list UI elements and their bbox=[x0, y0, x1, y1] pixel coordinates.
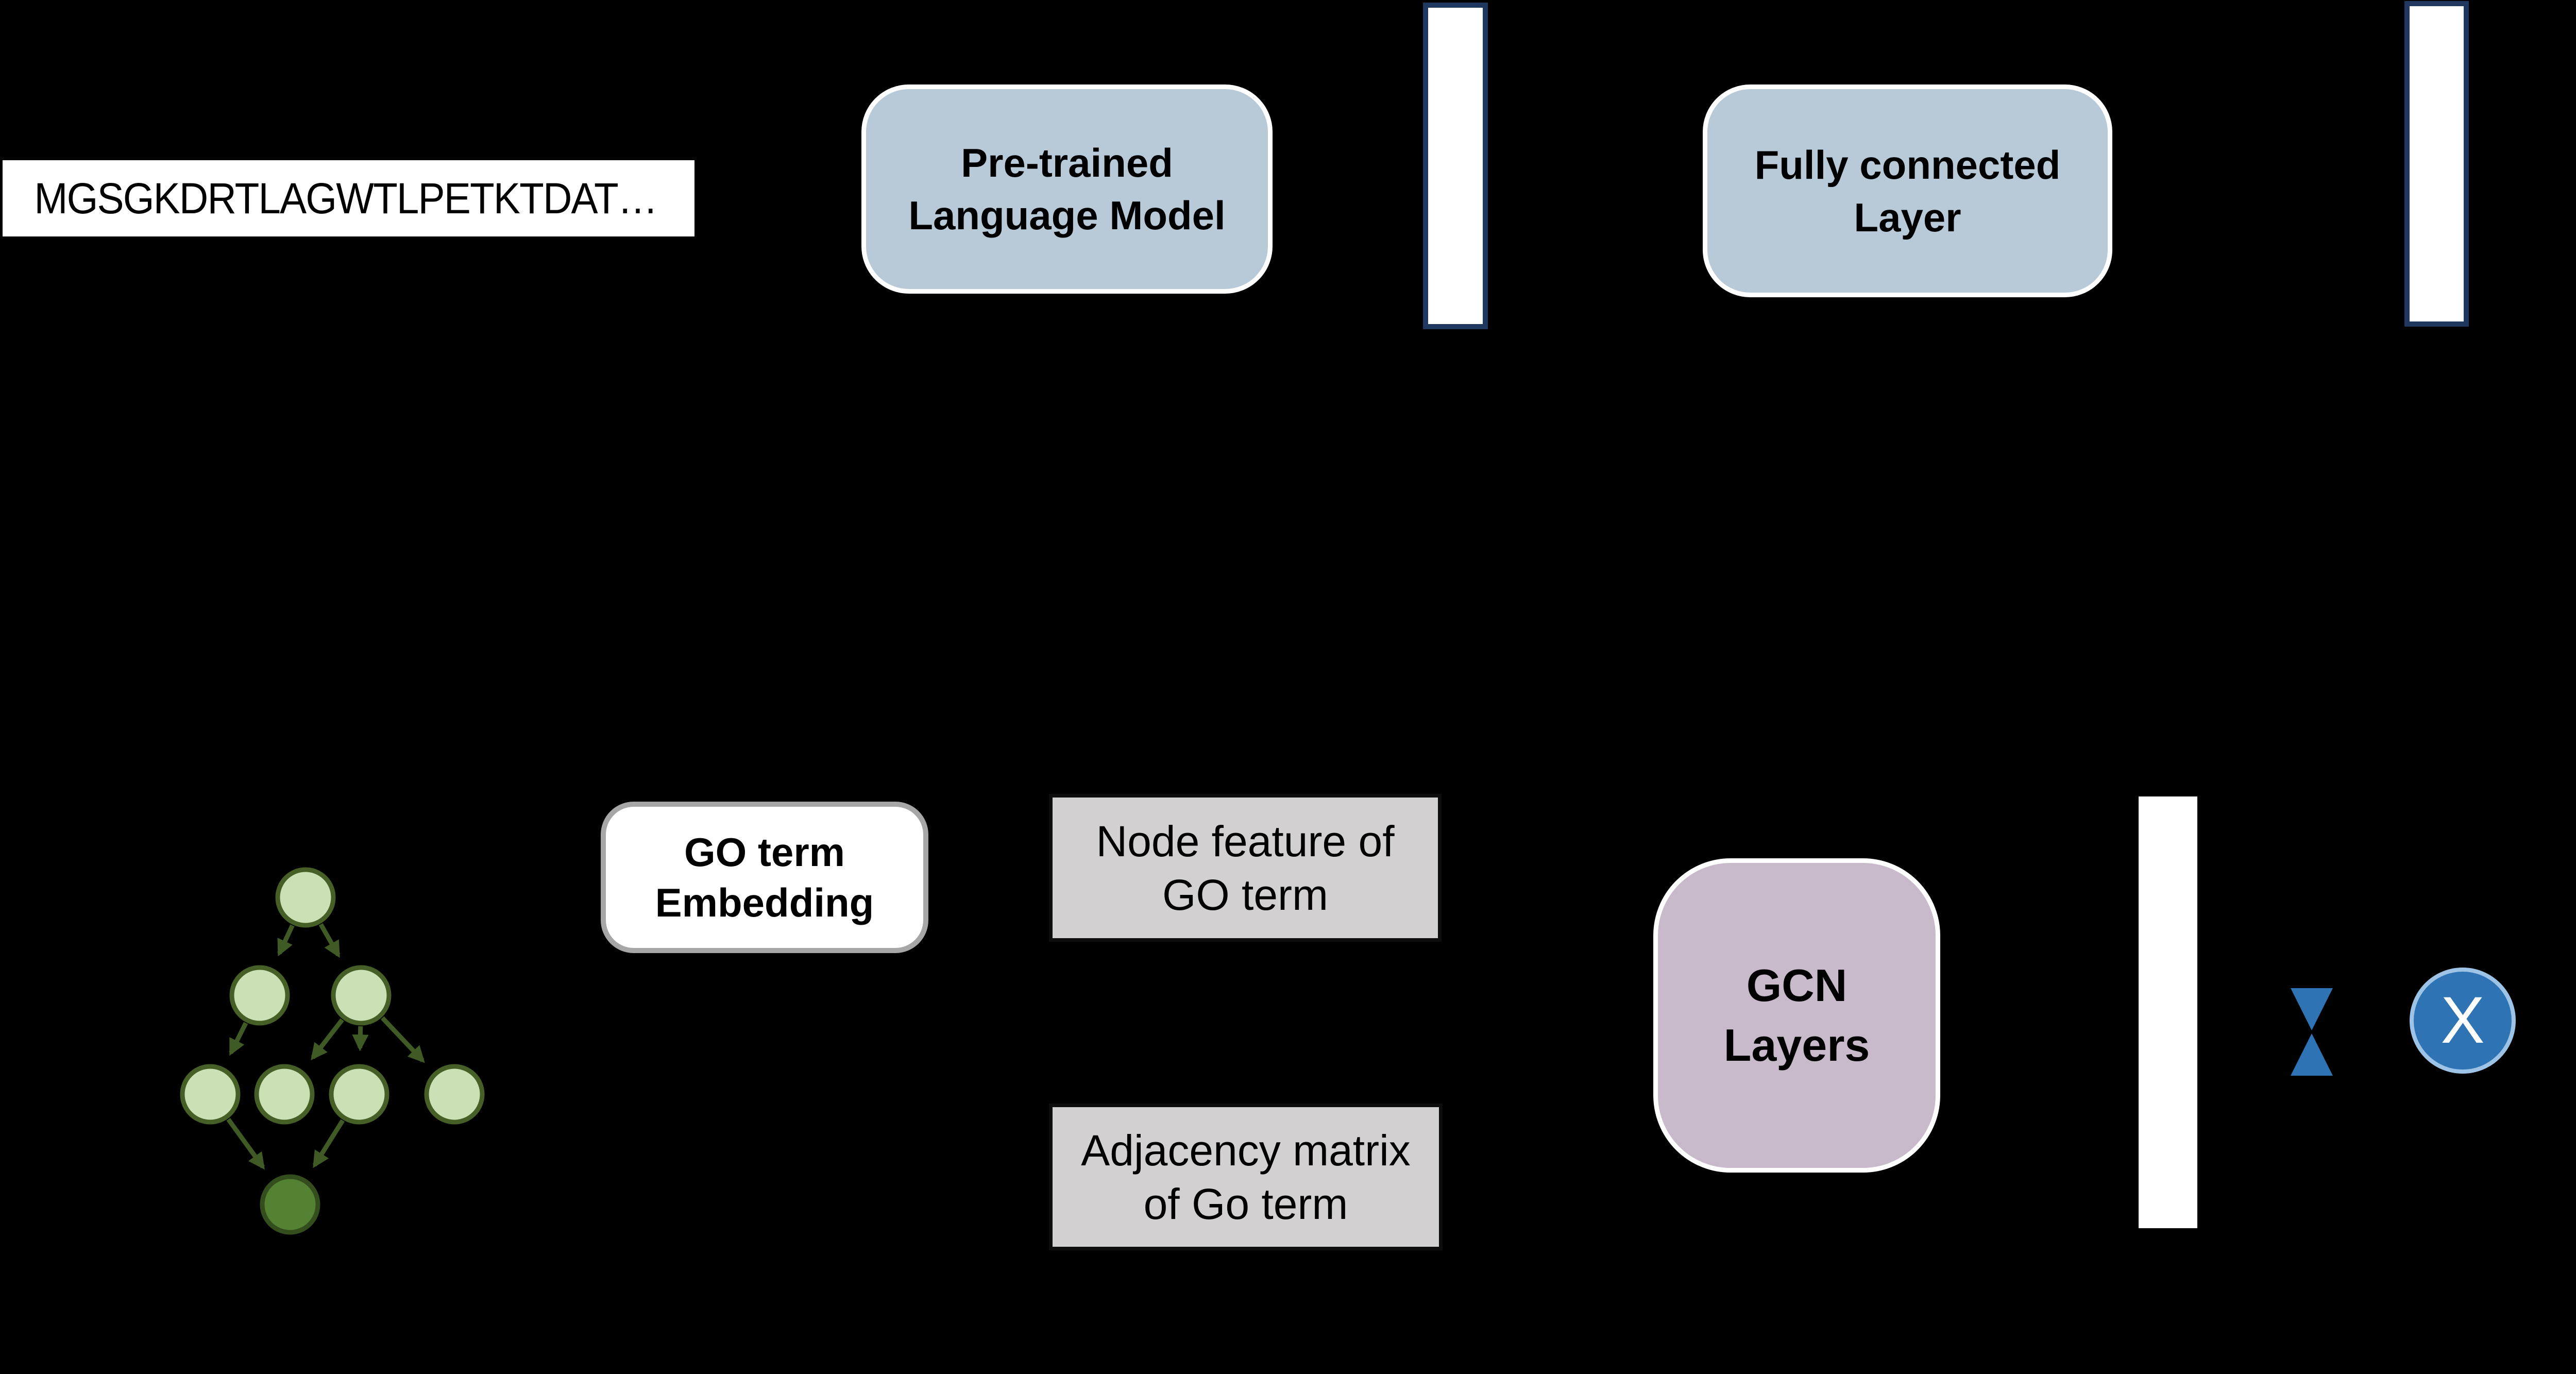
go-edge bbox=[380, 1016, 425, 1063]
go-node-dark bbox=[260, 1174, 320, 1235]
go-edge bbox=[226, 1117, 265, 1170]
protein-sequence-input: MGSGKDRTLAGWTLPETKTDAT… bbox=[3, 160, 694, 236]
go-node bbox=[275, 867, 336, 928]
node-feature-box: Node feature of GO term bbox=[1049, 794, 1442, 942]
go-edge bbox=[312, 1119, 345, 1168]
adjacency-label-line2: of Go term bbox=[1143, 1179, 1348, 1228]
sequence-embedding-bar bbox=[1423, 3, 1488, 329]
protein-representation-bar bbox=[2404, 1, 2469, 327]
node-feature-label-line1: Node feature of bbox=[1096, 817, 1395, 866]
go-node bbox=[254, 1064, 315, 1125]
gcn-layers-box: GCN Layers bbox=[1653, 858, 1940, 1173]
multiply-icon-label: X bbox=[2441, 983, 2485, 1057]
bowtie-top-triangle bbox=[2291, 988, 2333, 1030]
go-edge bbox=[229, 1022, 248, 1056]
go-embedding-label-line2: Embedding bbox=[655, 880, 874, 925]
fc-label-line1: Fully connected bbox=[1754, 142, 2061, 188]
adjacency-matrix-box: Adjacency matrix of Go term bbox=[1049, 1104, 1443, 1250]
go-embedding-label-line1: GO term bbox=[684, 829, 845, 875]
go-embedding-output-bar bbox=[2139, 796, 2197, 1228]
go-node bbox=[329, 1064, 389, 1125]
bowtie-bottom-triangle bbox=[2291, 1033, 2333, 1076]
go-node bbox=[331, 965, 392, 1026]
go-node bbox=[424, 1064, 485, 1125]
go-edge bbox=[311, 1018, 344, 1061]
adjacency-label-line1: Adjacency matrix bbox=[1081, 1126, 1411, 1175]
go-edge bbox=[318, 923, 341, 958]
bowtie-icon bbox=[2291, 988, 2333, 1076]
fc-label-line2: Layer bbox=[1854, 194, 1961, 240]
fully-connected-layer-box: Fully connected Layer bbox=[1703, 84, 2112, 297]
go-node bbox=[229, 965, 290, 1026]
plm-label-line1: Pre-trained bbox=[961, 140, 1173, 185]
go-node bbox=[180, 1064, 241, 1125]
go-edge bbox=[277, 924, 295, 957]
go-term-embedding-box: GO term Embedding bbox=[601, 802, 928, 953]
node-feature-label-line2: GO term bbox=[1162, 870, 1328, 919]
pretrained-language-model-box: Pre-trained Language Model bbox=[861, 84, 1273, 294]
protein-sequence-text: MGSGKDRTLAGWTLPETKTDAT… bbox=[34, 174, 658, 223]
gcn-label-line1: GCN bbox=[1746, 960, 1848, 1011]
go-edge bbox=[352, 1026, 369, 1051]
multiply-icon: X bbox=[2410, 968, 2516, 1074]
gcn-label-line2: Layers bbox=[1723, 1020, 1870, 1071]
plm-label-line2: Language Model bbox=[908, 193, 1226, 238]
